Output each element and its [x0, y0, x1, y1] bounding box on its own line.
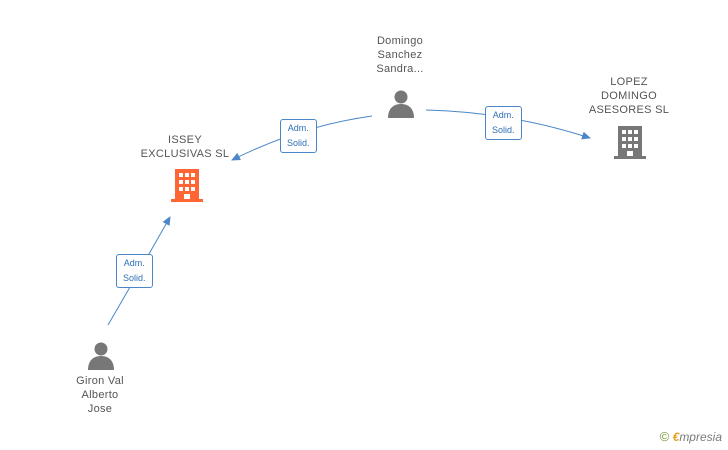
edge-label-line1: Adm.	[492, 110, 514, 120]
edge-label-domingo-lopez[interactable]: Adm. Solid.	[485, 106, 522, 140]
node-label-giron[interactable]: Giron Val Alberto Jose	[76, 375, 124, 415]
node-label-issey[interactable]: ISSEY EXCLUSIVAS SL	[140, 134, 230, 160]
node-label-lopez[interactable]: LOPEZ DOMINGO ASESORES SL	[588, 76, 670, 116]
edge-label-domingo-issey[interactable]: Adm. Solid.	[280, 119, 317, 153]
person-icon[interactable]	[386, 88, 416, 118]
copyright-symbol: ©	[659, 429, 670, 444]
node-label-domingo[interactable]: Domingo Sanchez Sandra...	[376, 35, 424, 75]
edge-label-line2: Solid.	[492, 125, 515, 135]
empresia-logo-e: €	[672, 430, 680, 444]
edge-label-giron-issey[interactable]: Adm. Solid.	[116, 254, 153, 288]
edge-label-line1: Adm.	[123, 258, 145, 268]
building-icon-highlighted[interactable]	[171, 167, 205, 203]
empresia-logo-text: mpresia	[679, 430, 722, 444]
edge-label-line1: Adm.	[287, 123, 309, 133]
empresia-watermark: © €mpresia	[660, 429, 722, 444]
edge-label-line2: Solid.	[123, 273, 146, 283]
edge-label-line2: Solid.	[287, 138, 310, 148]
person-icon[interactable]	[86, 340, 116, 370]
building-icon[interactable]	[614, 124, 648, 160]
